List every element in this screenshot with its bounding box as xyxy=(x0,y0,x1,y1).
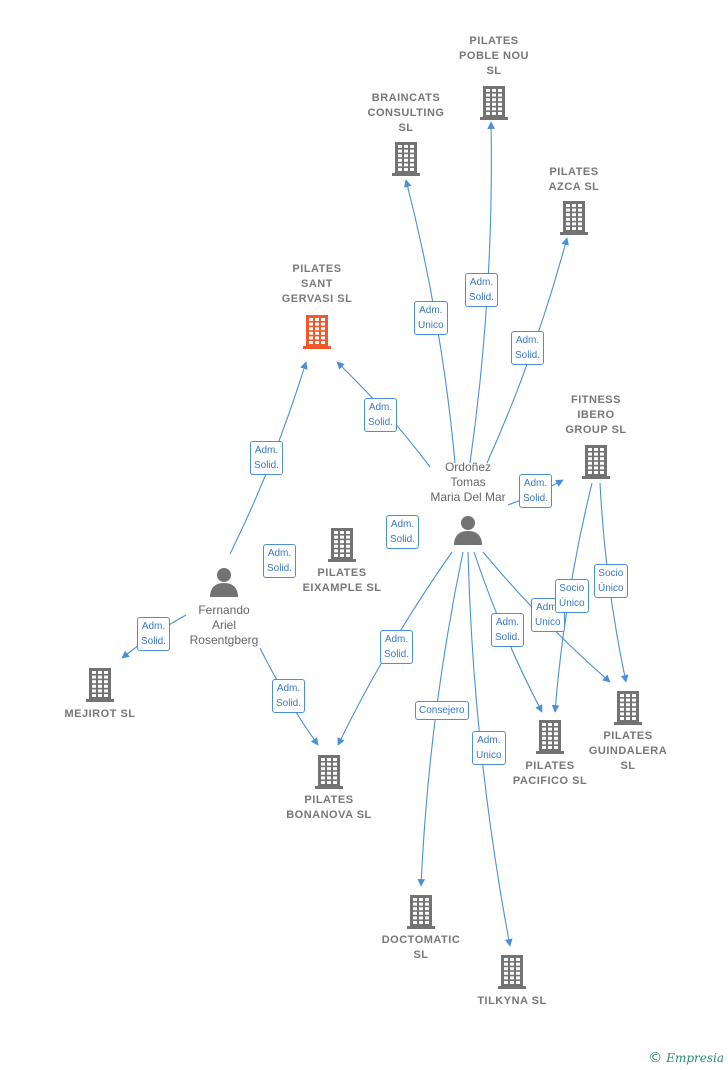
edge-label-ordonez-to-tilkyna[interactable]: Adm. Unico xyxy=(472,731,506,765)
company-name-doctomatic[interactable]: DOCTOMATIC SL xyxy=(381,934,461,961)
company-name-bonanova[interactable]: PILATES BONANOVA SL xyxy=(286,794,372,821)
company-name-guindalera[interactable]: PILATES GUINDALERA SL xyxy=(588,730,668,772)
building-icon[interactable] xyxy=(613,689,643,725)
building-icon[interactable] xyxy=(314,753,344,789)
company-name-sant-gervasi[interactable]: PILATES SANT GERVASI SL xyxy=(281,263,353,305)
edge-label-ordonez-to-poble_nou[interactable]: Adm. Solid. xyxy=(465,273,499,307)
building-icon[interactable] xyxy=(406,893,436,929)
edge-label-ordonez-to-guindalera[interactable]: Adm. Unico xyxy=(531,598,565,632)
company-name-azca[interactable]: PILATES AZCA SL xyxy=(548,166,600,193)
company-name-braincats[interactable]: BRAINCATS CONSULTING SL xyxy=(367,92,445,134)
person-name-ordonez[interactable]: Ordoñez Tomas Maria Del Mar xyxy=(430,460,506,504)
brand-name: Empresia xyxy=(666,1051,724,1065)
edge-label-fitness_ibero-to-pacifico[interactable]: Socio Único xyxy=(555,579,589,613)
edge-label-fernando-to-eixample[interactable]: Adm. Solid. xyxy=(263,544,297,578)
building-icon[interactable] xyxy=(497,953,527,989)
building-icon[interactable] xyxy=(85,666,115,702)
building-icon[interactable] xyxy=(559,199,589,235)
company-name-fitness-ibero[interactable]: FITNESS IBERO GROUP SL xyxy=(565,394,627,436)
copyright-icon: © xyxy=(648,1050,663,1066)
brand-watermark: © Empresia xyxy=(648,1050,724,1066)
edge-label-ordonez-to-fitness_ibero[interactable]: Adm. Solid. xyxy=(519,474,553,508)
edge-label-fernando-to-mejirot[interactable]: Adm. Solid. xyxy=(137,617,171,651)
edge-label-fernando-to-bonanova[interactable]: Adm. Solid. xyxy=(272,679,306,713)
edge-label-ordonez-to-eixample[interactable]: Adm. Solid. xyxy=(386,515,420,549)
building-icon[interactable] xyxy=(302,313,332,349)
edge-label-ordonez-to-azca[interactable]: Adm. Solid. xyxy=(511,331,545,365)
building-icon[interactable] xyxy=(535,718,565,754)
person-icon[interactable] xyxy=(209,567,239,597)
building-icon[interactable] xyxy=(391,140,421,176)
building-icon[interactable] xyxy=(581,443,611,479)
company-name-mejirot[interactable]: MEJIROT SL xyxy=(64,708,136,720)
building-icon[interactable] xyxy=(479,84,509,120)
company-name-tilkyna[interactable]: TILKYNA SL xyxy=(477,995,547,1007)
building-icon[interactable] xyxy=(327,526,357,562)
person-icon[interactable] xyxy=(453,515,483,545)
edge-label-fernando-to-sant_gervasi[interactable]: Adm. Solid. xyxy=(250,441,284,475)
edge-label-ordonez-to-bonanova[interactable]: Adm. Solid. xyxy=(380,630,414,664)
edge-label-ordonez-to-pacifico[interactable]: Adm. Solid. xyxy=(491,613,525,647)
person-name-fernando[interactable]: Fernando Ariel Rosentgberg xyxy=(189,603,259,647)
edge-label-fitness_ibero-to-guindalera[interactable]: Socio Único xyxy=(594,564,628,598)
edge-label-ordonez-to-braincats[interactable]: Adm. Unico xyxy=(414,301,448,335)
edge-label-ordonez-to-sant_gervasi[interactable]: Adm. Solid. xyxy=(364,398,398,432)
company-name-poble-nou[interactable]: PILATES POBLE NOU SL xyxy=(459,35,529,77)
edge-label-ordonez-to-doctomatic[interactable]: Consejero xyxy=(415,701,469,720)
company-name-eixample[interactable]: PILATES EIXAMPLE SL xyxy=(302,567,382,594)
company-name-pacifico[interactable]: PILATES PACIFICO SL xyxy=(512,760,588,787)
